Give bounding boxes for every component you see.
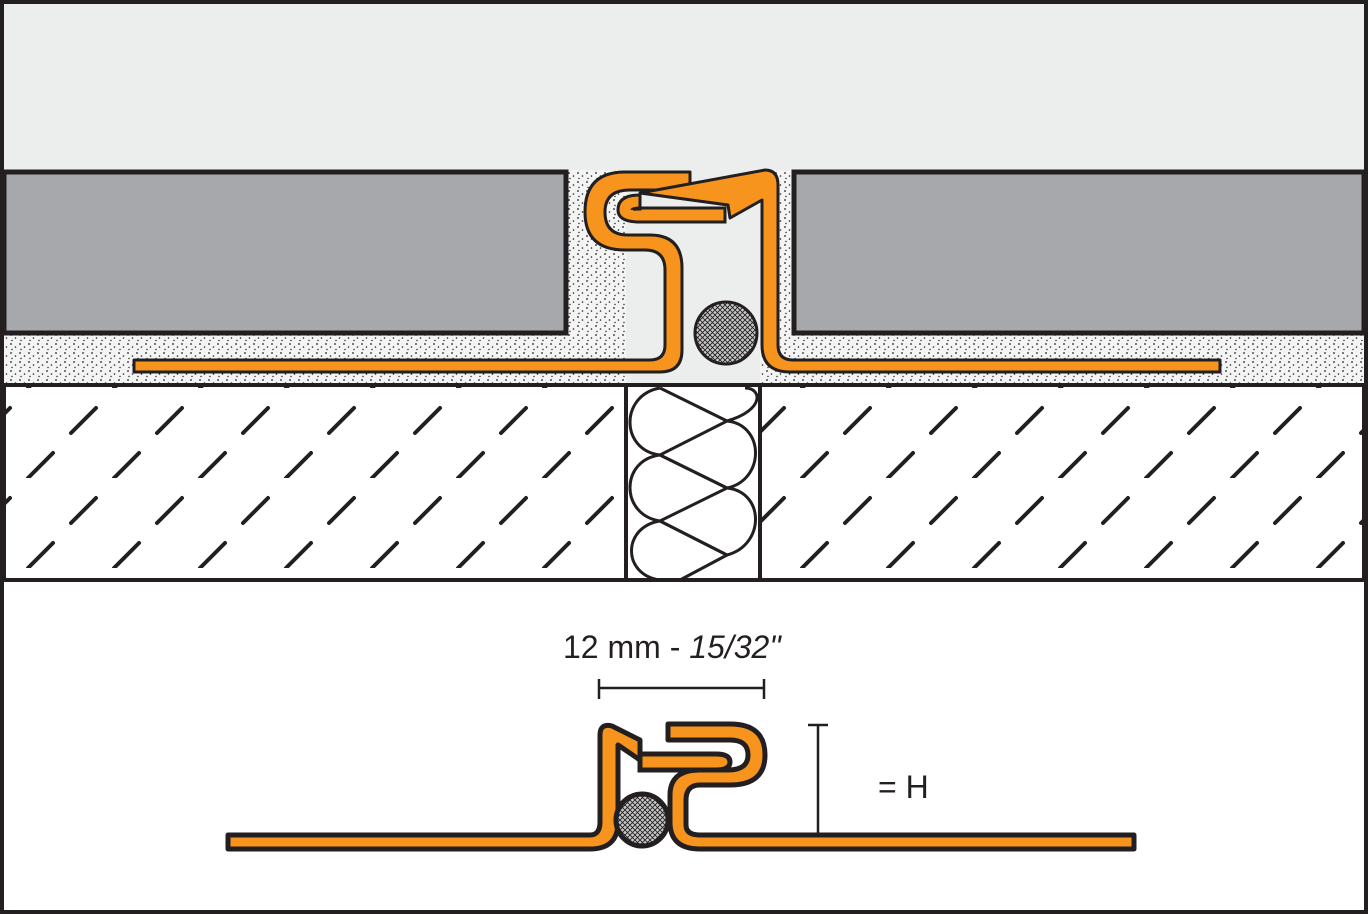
height-dimension [808, 723, 828, 835]
height-label: = H [878, 769, 929, 805]
backer-cord [693, 300, 759, 366]
width-dimension [597, 679, 766, 699]
width-label: 12 mm - 15/32" [563, 629, 782, 665]
width-label-in: 15/32" [689, 629, 782, 665]
open-space-above [4, 4, 1364, 170]
profile-detail [225, 721, 1137, 852]
tile-left [1, 169, 569, 336]
width-label-mm: 12 mm - [563, 629, 689, 665]
backer-cord-detail [613, 791, 671, 849]
installed-profile [132, 168, 1222, 374]
tile-right [791, 169, 1367, 336]
insulation-filler [624, 383, 762, 582]
